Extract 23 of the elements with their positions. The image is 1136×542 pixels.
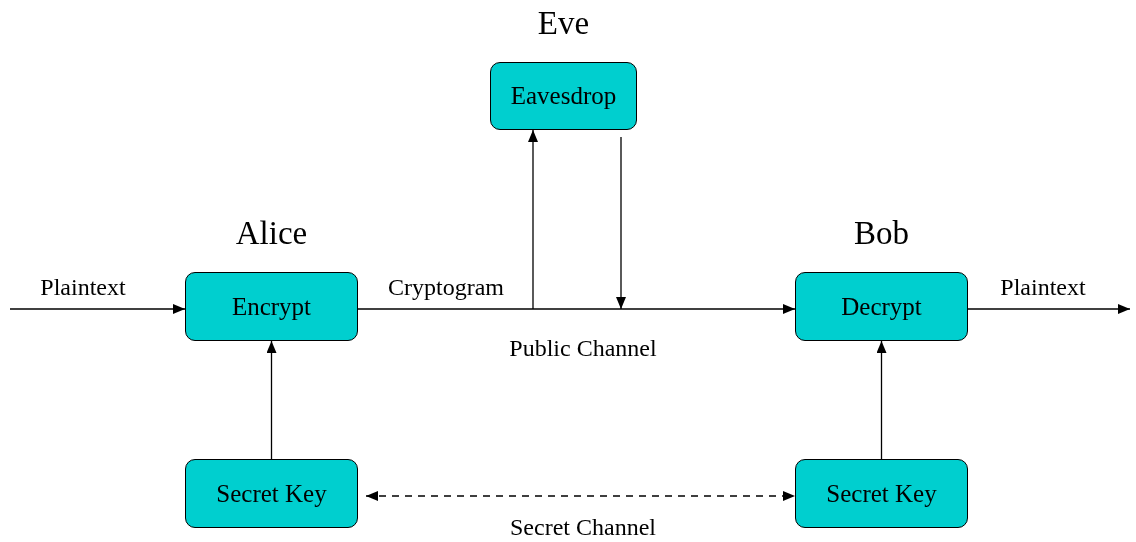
box-label: Encrypt — [231, 292, 312, 321]
channel-label: Public Channel — [509, 334, 657, 362]
party-name: Eve — [536, 5, 591, 42]
dashed-arrow — [365, 491, 796, 501]
arrow — [876, 340, 887, 460]
process-box — [185, 459, 358, 528]
box-label: Secret Key — [216, 479, 327, 508]
box-label: Decrypt — [841, 292, 922, 321]
edge-label: Plaintext — [1000, 273, 1086, 301]
arrow — [616, 136, 626, 310]
arrow — [266, 340, 277, 460]
edge-label: Plaintext — [40, 273, 126, 301]
party-name: Bob — [853, 215, 910, 252]
arrow — [967, 304, 1131, 314]
edge-label: Cryptogram — [388, 273, 504, 301]
box-label: Eavesdrop — [510, 82, 617, 110]
box-label: Secret Key — [826, 479, 937, 508]
party-name: Alice — [234, 215, 309, 252]
arrow — [528, 129, 538, 310]
arrow — [357, 304, 796, 314]
arrow — [9, 304, 186, 314]
edge-label: Secret Channel — [510, 513, 656, 541]
process-box — [795, 459, 968, 528]
